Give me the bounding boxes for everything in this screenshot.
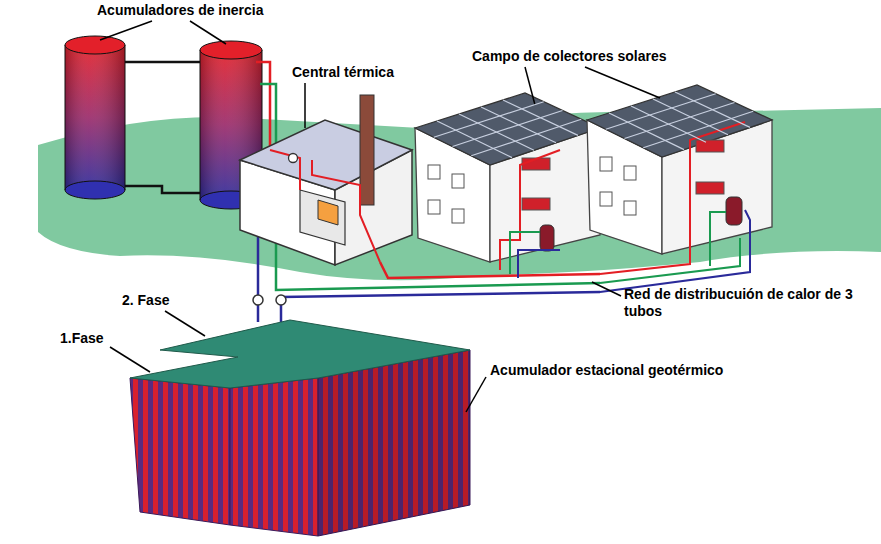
- main-pipes-part: [276, 295, 286, 305]
- callout-label: Acumulador estacional geotérmico: [490, 362, 723, 379]
- house-right-part: [600, 192, 612, 206]
- power-plant-part: [270, 150, 300, 190]
- house-right-part: [600, 157, 612, 171]
- house-right-part: [726, 197, 742, 225]
- house-right-part: [600, 122, 745, 274]
- house-left-part: [518, 250, 560, 278]
- leader-lines-part: [110, 347, 150, 372]
- main-pipes: [253, 62, 600, 322]
- solar-panel-grid-part: [643, 111, 753, 148]
- leader-lines-part: [100, 21, 152, 40]
- power-plant: [240, 95, 412, 265]
- callout-label: Acumuladores de inercia: [97, 2, 264, 19]
- inertia-tanks-part: [200, 50, 201, 200]
- leader-lines: [100, 21, 660, 412]
- inertia-tanks: [65, 36, 262, 209]
- house-left-part: [540, 225, 554, 251]
- house-left-part: [522, 198, 550, 210]
- house-right-part: [587, 85, 772, 157]
- house-right-part: [624, 201, 636, 215]
- house-right-part: [624, 166, 636, 180]
- power-plant-part: [300, 190, 345, 245]
- house-left: [415, 93, 600, 278]
- leader-lines-part: [592, 282, 621, 296]
- solar-panel-grid-part: [453, 111, 563, 147]
- house-right-part: [600, 210, 750, 292]
- main-pipes-part: [256, 62, 270, 150]
- power-plant-part: [289, 154, 298, 163]
- leader-lines-part: [304, 83, 306, 128]
- callout-label: Red de distribucuión de calor de 3 tubos: [624, 286, 878, 320]
- seasonal-storage: [130, 320, 470, 536]
- seasonal-storage-part: [318, 350, 470, 536]
- seasonal-storage-part: [130, 320, 470, 388]
- solar-panel-grid-part: [434, 102, 544, 138]
- house-left-part: [428, 200, 440, 214]
- power-plant-part: [312, 160, 380, 262]
- solar-panel-grid-part: [625, 103, 735, 139]
- inertia-tanks-part: [65, 45, 66, 190]
- callout-label: 1.Fase: [60, 330, 104, 347]
- main-pipes-part: [253, 295, 263, 305]
- inertia-tanks-part: [65, 45, 125, 190]
- power-plant-part: [240, 120, 412, 190]
- inertia-tanks-part: [125, 61, 200, 64]
- house-right: [587, 85, 772, 292]
- leader-lines-part: [466, 377, 486, 412]
- solar-panel-grid-part: [471, 119, 581, 156]
- house-left-part: [428, 165, 440, 179]
- inertia-tanks-part: [200, 41, 262, 59]
- seasonal-storage-part: [130, 378, 230, 525]
- callout-label: 2. Fase: [122, 292, 169, 309]
- leader-lines-part: [525, 67, 535, 105]
- house-right-part: [696, 140, 724, 152]
- seasonal-storage-part: [318, 350, 470, 536]
- inertia-tanks-part: [65, 36, 125, 54]
- power-plant-part: [318, 200, 338, 225]
- power-plant-part: [360, 95, 374, 205]
- house-right-part: [696, 182, 724, 194]
- house-left-part: [510, 232, 540, 274]
- inertia-tanks-part: [125, 45, 126, 190]
- house-left-part: [452, 174, 464, 188]
- inertia-tanks-part: [65, 45, 125, 190]
- callout-label: Campo de colectores solares: [472, 48, 667, 65]
- main-pipes-part: [380, 262, 600, 278]
- inertia-tanks-part: [65, 181, 125, 199]
- main-pipes-part: [281, 292, 600, 297]
- house-right-part: [710, 212, 726, 266]
- house-left-part: [452, 209, 464, 223]
- solar-panel-grid-part: [606, 94, 716, 130]
- leader-lines-part: [585, 67, 660, 98]
- leader-lines-part: [165, 311, 205, 336]
- seasonal-storage-part: [230, 378, 318, 536]
- inertia-tanks-part: [125, 186, 200, 193]
- house-left-part: [415, 93, 600, 165]
- solar-panel-grid: [434, 92, 754, 158]
- leader-lines-part: [190, 21, 226, 44]
- callout-label: Central térmica: [292, 64, 394, 81]
